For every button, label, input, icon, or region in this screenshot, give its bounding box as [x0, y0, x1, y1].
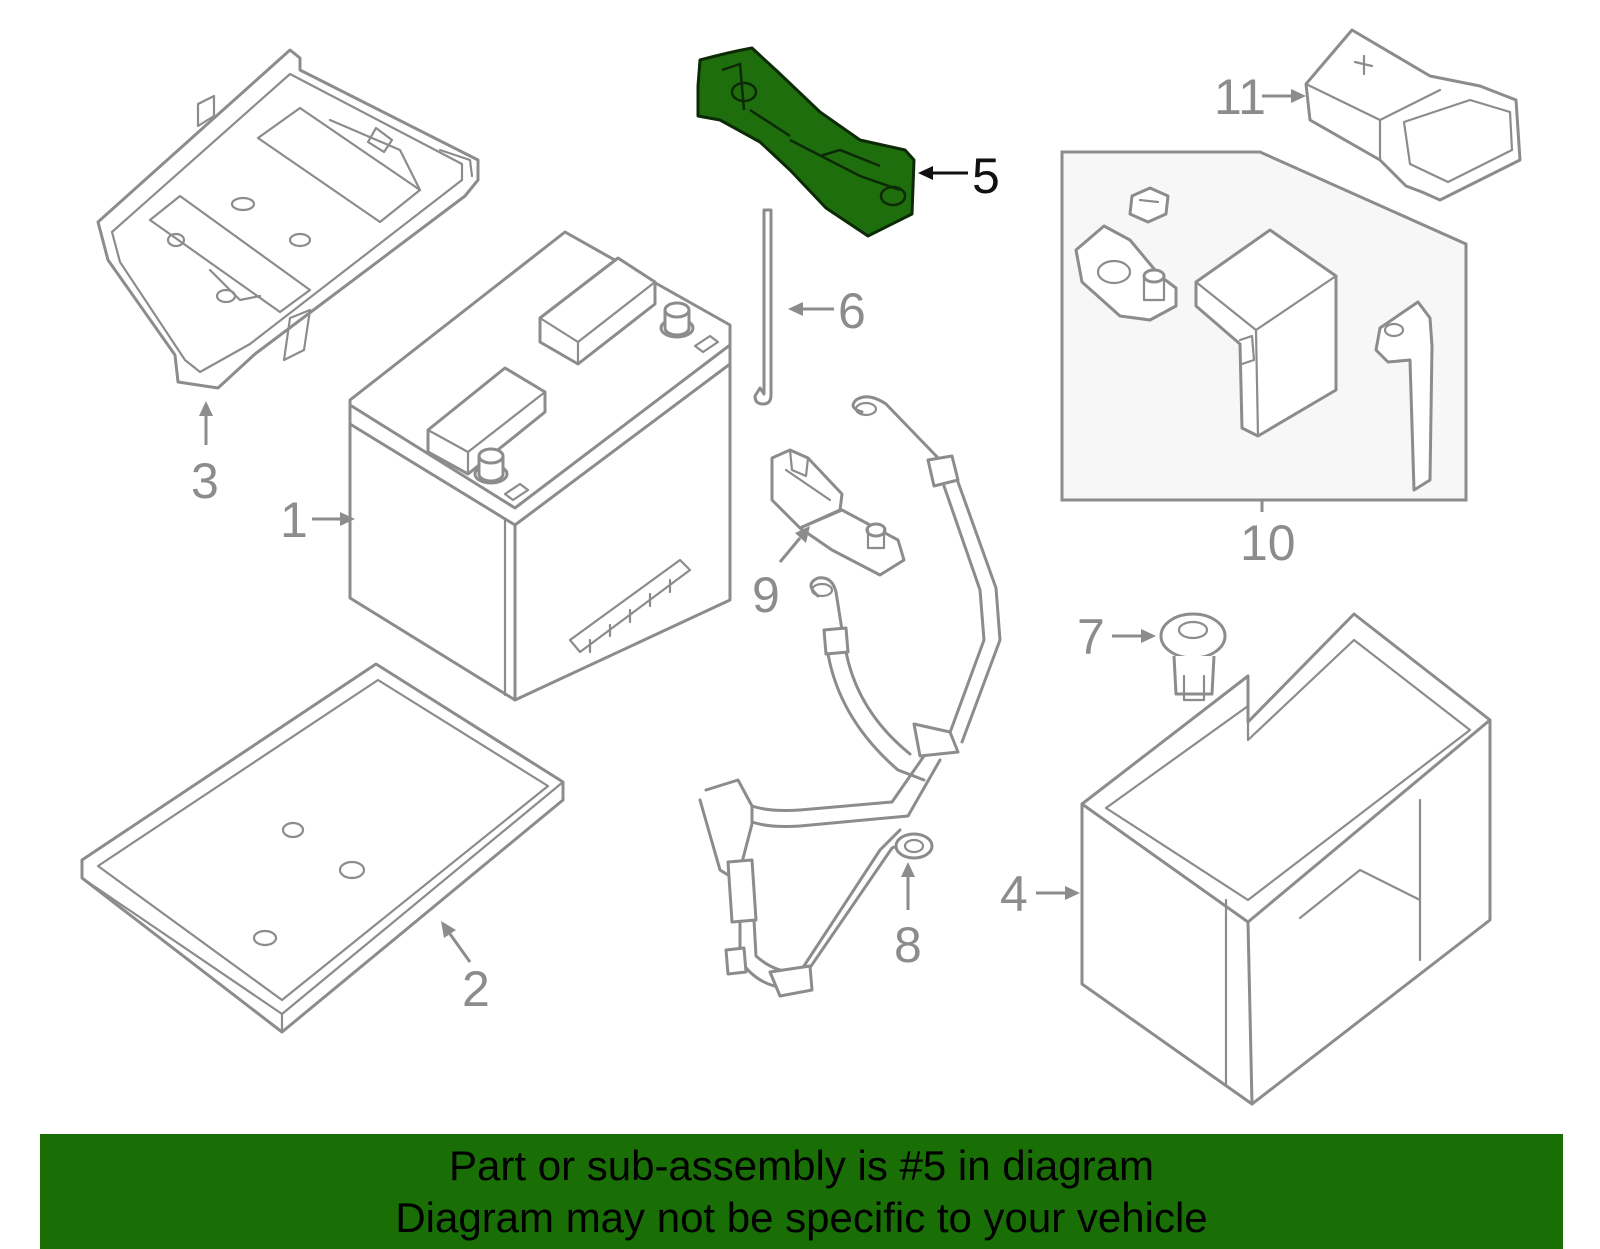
banner-line-disclaimer: Diagram may not be specific to your vehi…: [395, 1193, 1208, 1241]
part-3-battery-bracket: [96, 48, 480, 390]
callout-7: 7: [1077, 609, 1156, 665]
part-6-rod: [753, 208, 773, 406]
part-4-battery-box: [1080, 612, 1492, 1106]
callout-label-11: 11: [1214, 69, 1266, 125]
info-banner: Part or sub-assembly is #5 in diagram Di…: [40, 1134, 1563, 1249]
callout-label-2: 2: [462, 961, 490, 1017]
callout-label-6: 6: [838, 283, 866, 339]
callout-4: 4: [1000, 866, 1080, 922]
part-7-clip: [1159, 612, 1227, 702]
banner-line-part-number: Part or sub-assembly is #5 in diagram: [449, 1141, 1154, 1189]
part-5-highlighted-frame: [696, 46, 916, 238]
callout-label-8: 8: [894, 917, 922, 973]
callout-10: 10: [1240, 500, 1296, 571]
part-1-battery: [348, 230, 732, 702]
callout-2: 2: [441, 921, 490, 1017]
callout-9: 9: [752, 526, 810, 623]
part-10-terminal-kit: [1060, 150, 1468, 502]
callout-8: 8: [894, 862, 922, 973]
callout-5-highlighted: 5: [918, 148, 1000, 204]
callout-label-10: 10: [1240, 515, 1296, 571]
part-9-terminal: [770, 448, 906, 577]
callout-6: 6: [788, 283, 866, 339]
callout-3: 3: [191, 401, 219, 509]
part-11-terminal-cover: [1304, 28, 1522, 202]
callout-1: 1: [280, 492, 355, 548]
callout-label-7: 7: [1077, 609, 1105, 665]
callout-label-1: 1: [280, 492, 308, 548]
callout-label-4: 4: [1000, 866, 1028, 922]
callout-label-5: 5: [972, 148, 1000, 204]
part-2-battery-tray: [80, 662, 565, 1034]
part-8-cable: [698, 395, 1002, 998]
callout-11: 11: [1214, 69, 1306, 125]
callout-label-9: 9: [752, 567, 780, 623]
callout-label-3: 3: [191, 453, 219, 509]
